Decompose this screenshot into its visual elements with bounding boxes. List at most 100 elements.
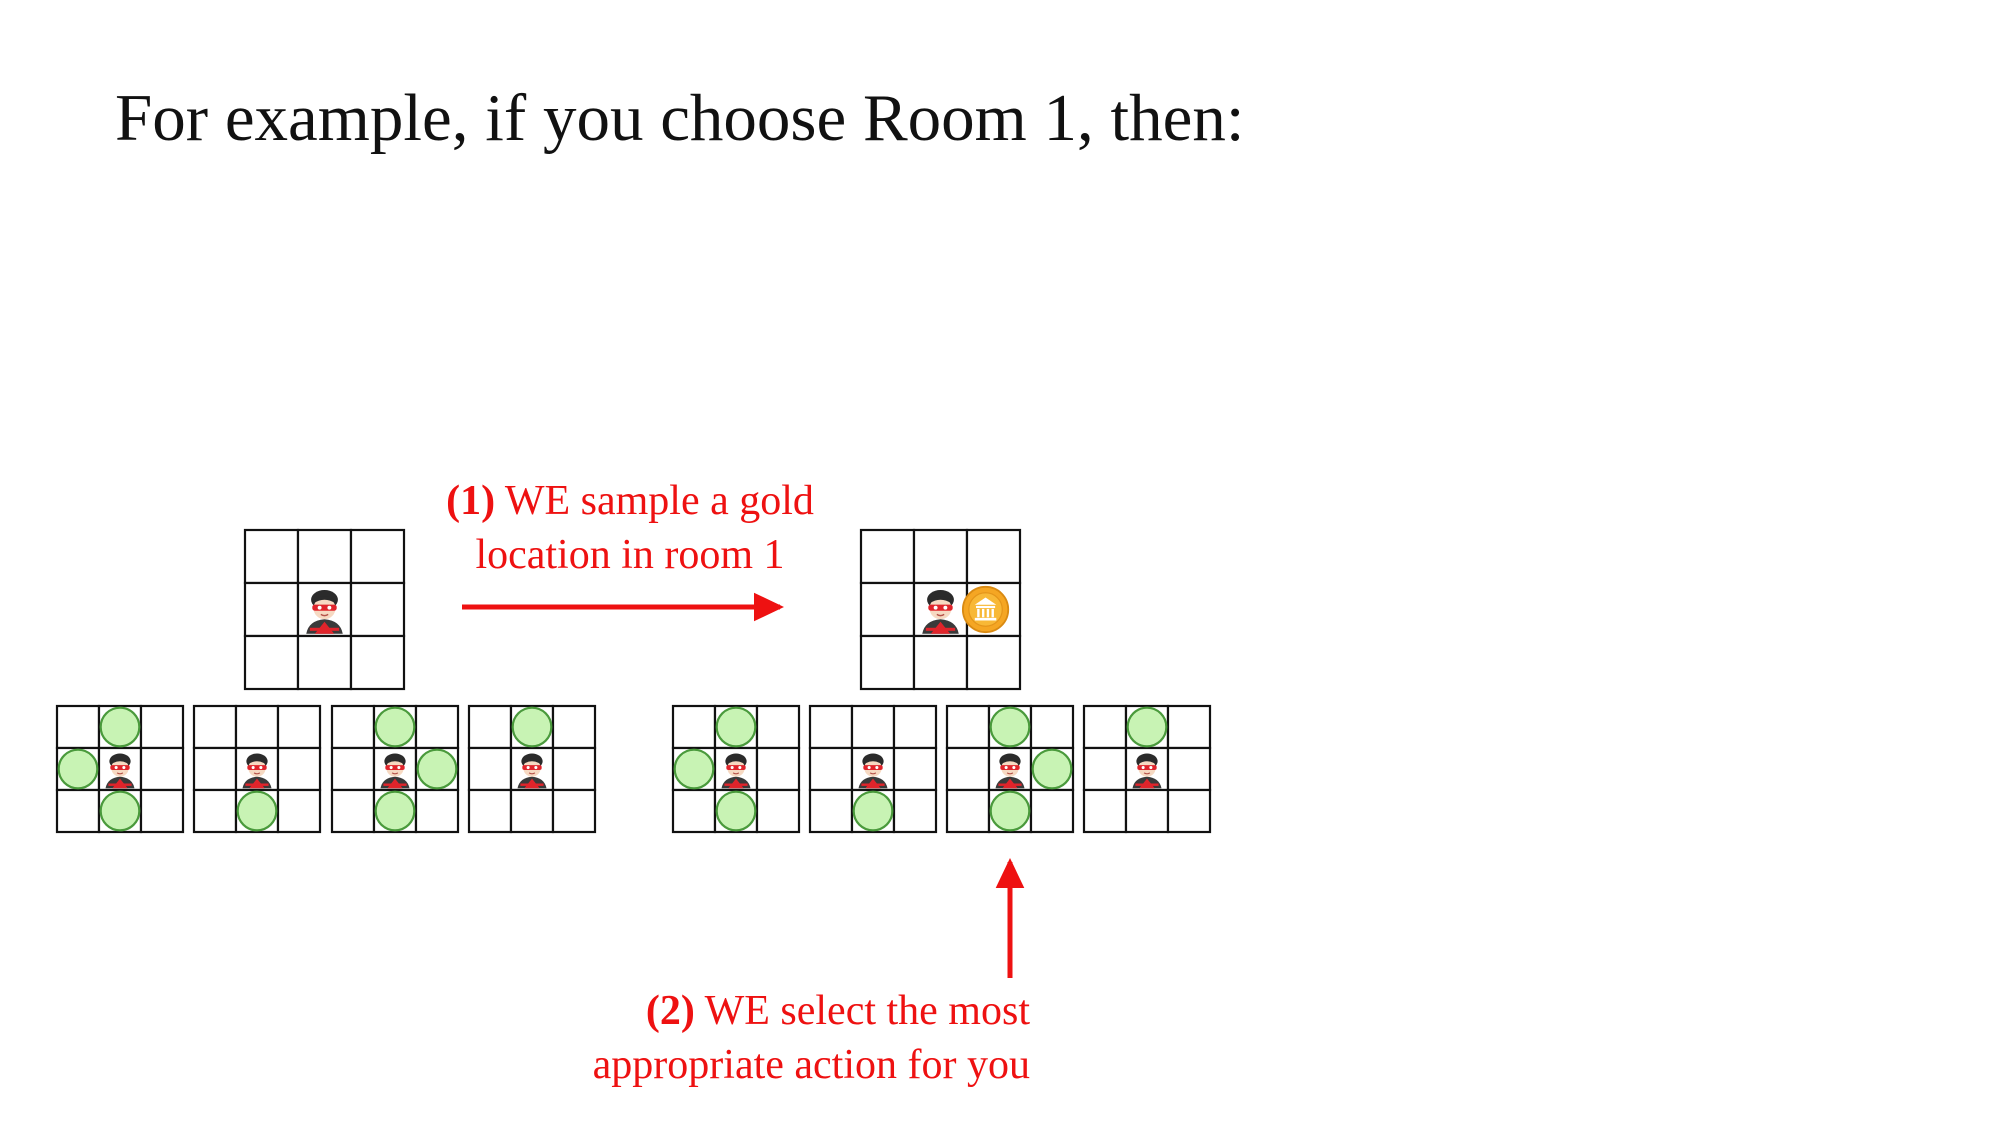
grid-cell [349,634,406,691]
grid-cell [414,788,460,834]
grid-cell [509,788,555,834]
grid-cell [296,528,353,585]
reachable-cell-marker [715,706,757,748]
slide-title: For example, if you choose Room 1, then: [115,81,1245,155]
reachable-cell-marker [852,790,894,832]
reachable-cell-marker [989,706,1031,748]
grid-cell [330,746,376,792]
grid-cell [892,704,938,750]
grid-cell [850,704,896,750]
step1-text-1: WE sample a gold [504,478,814,524]
step1-line2: location in room 1 [475,532,785,578]
grid-cell [330,704,376,750]
action-option-after-3 [945,704,1075,834]
grid-cell [945,788,991,834]
grid-cell [1082,788,1128,834]
grid-cell [892,746,938,792]
room-grid-after [859,528,1022,691]
action-option-before-2 [192,704,322,834]
grid-cell [808,704,854,750]
grid-cell [671,788,717,834]
grid-cell [349,581,406,638]
grid-cell [859,634,916,691]
grid-cell [1082,746,1128,792]
grid-cell [243,634,300,691]
action-option-before-4 [467,704,597,834]
grid-cell [859,581,916,638]
grid-cell [234,704,280,750]
grid-cell [1029,704,1075,750]
reachable-cell-marker [374,706,416,748]
grid-cell [1166,746,1212,792]
grid-cell [755,788,801,834]
grid-cell [296,634,353,691]
grid-cell [414,704,460,750]
action-option-after-2 [808,704,938,834]
reachable-cell-marker [236,790,278,832]
grid-cell [551,746,597,792]
grid-cell [276,788,322,834]
step1-caption: (1) WE sample a gold location in room 1 [420,474,840,582]
grid-cell [1029,788,1075,834]
grid-cell [755,704,801,750]
grid-cell [912,528,969,585]
reachable-cell-marker [57,748,99,790]
grid-cell [139,788,185,834]
reachable-cell-marker [99,790,141,832]
step2-caption: (2) WE select the most appropriate actio… [480,984,1030,1092]
grid-cell [551,704,597,750]
grid-cell [859,528,916,585]
step2-number: (2) [645,988,695,1034]
grid-cell [192,788,238,834]
action-option-after-1 [671,704,801,834]
grid-cell [551,788,597,834]
grid-cell [55,788,101,834]
step1-line1: (1) WE sample a gold [420,474,840,528]
grid-cell [467,704,513,750]
grid-cell [671,704,717,750]
grid-cell [139,704,185,750]
grid-cell [945,746,991,792]
room-grid-before [243,528,406,691]
grid-cell [192,704,238,750]
grid-cell [808,746,854,792]
grid-cell [892,788,938,834]
grid-cell [276,746,322,792]
grid-cell [1082,704,1128,750]
grid-cell [965,528,1022,585]
grid-cell [1166,788,1212,834]
grid-cell [243,528,300,585]
grid-cell [243,581,300,638]
reachable-cell-marker [1126,706,1168,748]
action-option-after-4 [1082,704,1212,834]
grid-cell [139,746,185,792]
step1-number: (1) [446,478,496,524]
grid-cell [467,788,513,834]
action-option-before-1 [55,704,185,834]
reachable-cell-marker [673,748,715,790]
reachable-cell-marker [511,706,553,748]
select-action-arrow [995,858,1025,978]
grid-cell [349,528,406,585]
reachable-cell-marker [374,790,416,832]
grid-cell [912,634,969,691]
step2-line1: (2) WE select the most [480,984,1030,1038]
gold-coin-icon [961,585,1010,634]
reachable-cell-marker [416,748,458,790]
step2-line2: appropriate action for you [592,1042,1030,1088]
reachable-cell-marker [715,790,757,832]
grid-cell [755,746,801,792]
grid-cell [55,704,101,750]
grid-cell [192,746,238,792]
grid-cell [1124,788,1170,834]
step2-text-1: WE select the most [704,988,1030,1034]
grid-cell [808,788,854,834]
action-option-before-3 [330,704,460,834]
grid-cell [467,746,513,792]
reachable-cell-marker [1031,748,1073,790]
grid-cell [330,788,376,834]
grid-cell [1166,704,1212,750]
grid-cell [965,634,1022,691]
grid-cell [945,704,991,750]
